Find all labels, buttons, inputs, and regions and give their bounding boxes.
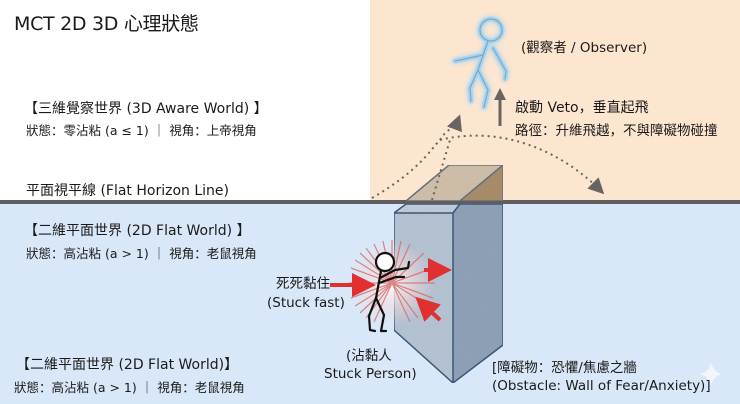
stuck-person-icon xyxy=(367,251,411,333)
stuck-label-en: (Stuck fast) xyxy=(267,295,345,311)
wall-upper-icon xyxy=(403,163,506,202)
upper-left-background xyxy=(0,0,370,201)
pressure-arrows-icon xyxy=(330,258,452,322)
obstacle-label-zh: [障礙物：恐懼/焦慮之牆 xyxy=(492,360,637,376)
aware-world-status: 狀態：零沾粘 (a ≤ 1) ｜ 視角：上帝視角 xyxy=(26,123,257,138)
aware-world-heading: 【三維覺察世界 (3D Aware World) 】 xyxy=(24,101,268,117)
page-title: MCT 2D 3D 心理狀態 xyxy=(14,13,199,35)
flat-world-heading-top: 【二維平面世界 (2D Flat World) 】 xyxy=(24,223,251,239)
observer-label: (觀察者 / Observer) xyxy=(521,40,648,56)
horizon-line xyxy=(0,200,740,204)
observer-outline-icon xyxy=(454,18,507,108)
veto-label: 啟動 Veto，垂直起飛 xyxy=(515,100,649,116)
dotted-path-arrows-icon xyxy=(371,114,605,201)
sparkle-icon xyxy=(700,362,722,386)
flat-world-status-top: 狀態：高沾粘 (a > 1) ｜ 視角：老鼠視角 xyxy=(26,246,257,261)
aware-world-background xyxy=(370,0,740,201)
obstacle-label-en: (Obstacle: Wall of Fear/Anxiety)] xyxy=(492,378,711,394)
flat-world-heading-bottom: 【二維平面世界 (2D Flat World)】 xyxy=(16,357,239,373)
horizon-label: 平面視平線 (Flat Horizon Line) xyxy=(26,183,229,199)
path-label: 路徑：升維飛越，不與障礙物碰撞 xyxy=(515,123,718,139)
stuck-label-zh: 死死黏住 xyxy=(276,276,330,292)
arrow-up-icon xyxy=(494,88,506,126)
stuck-person-label-zh: (沾黏人 xyxy=(346,348,392,364)
flat-world-status-bottom: 狀態：高沾粘 (a > 1) ｜ 視角：老鼠視角 xyxy=(14,380,245,395)
stuck-person-label-en: Stuck Person) xyxy=(324,366,417,382)
